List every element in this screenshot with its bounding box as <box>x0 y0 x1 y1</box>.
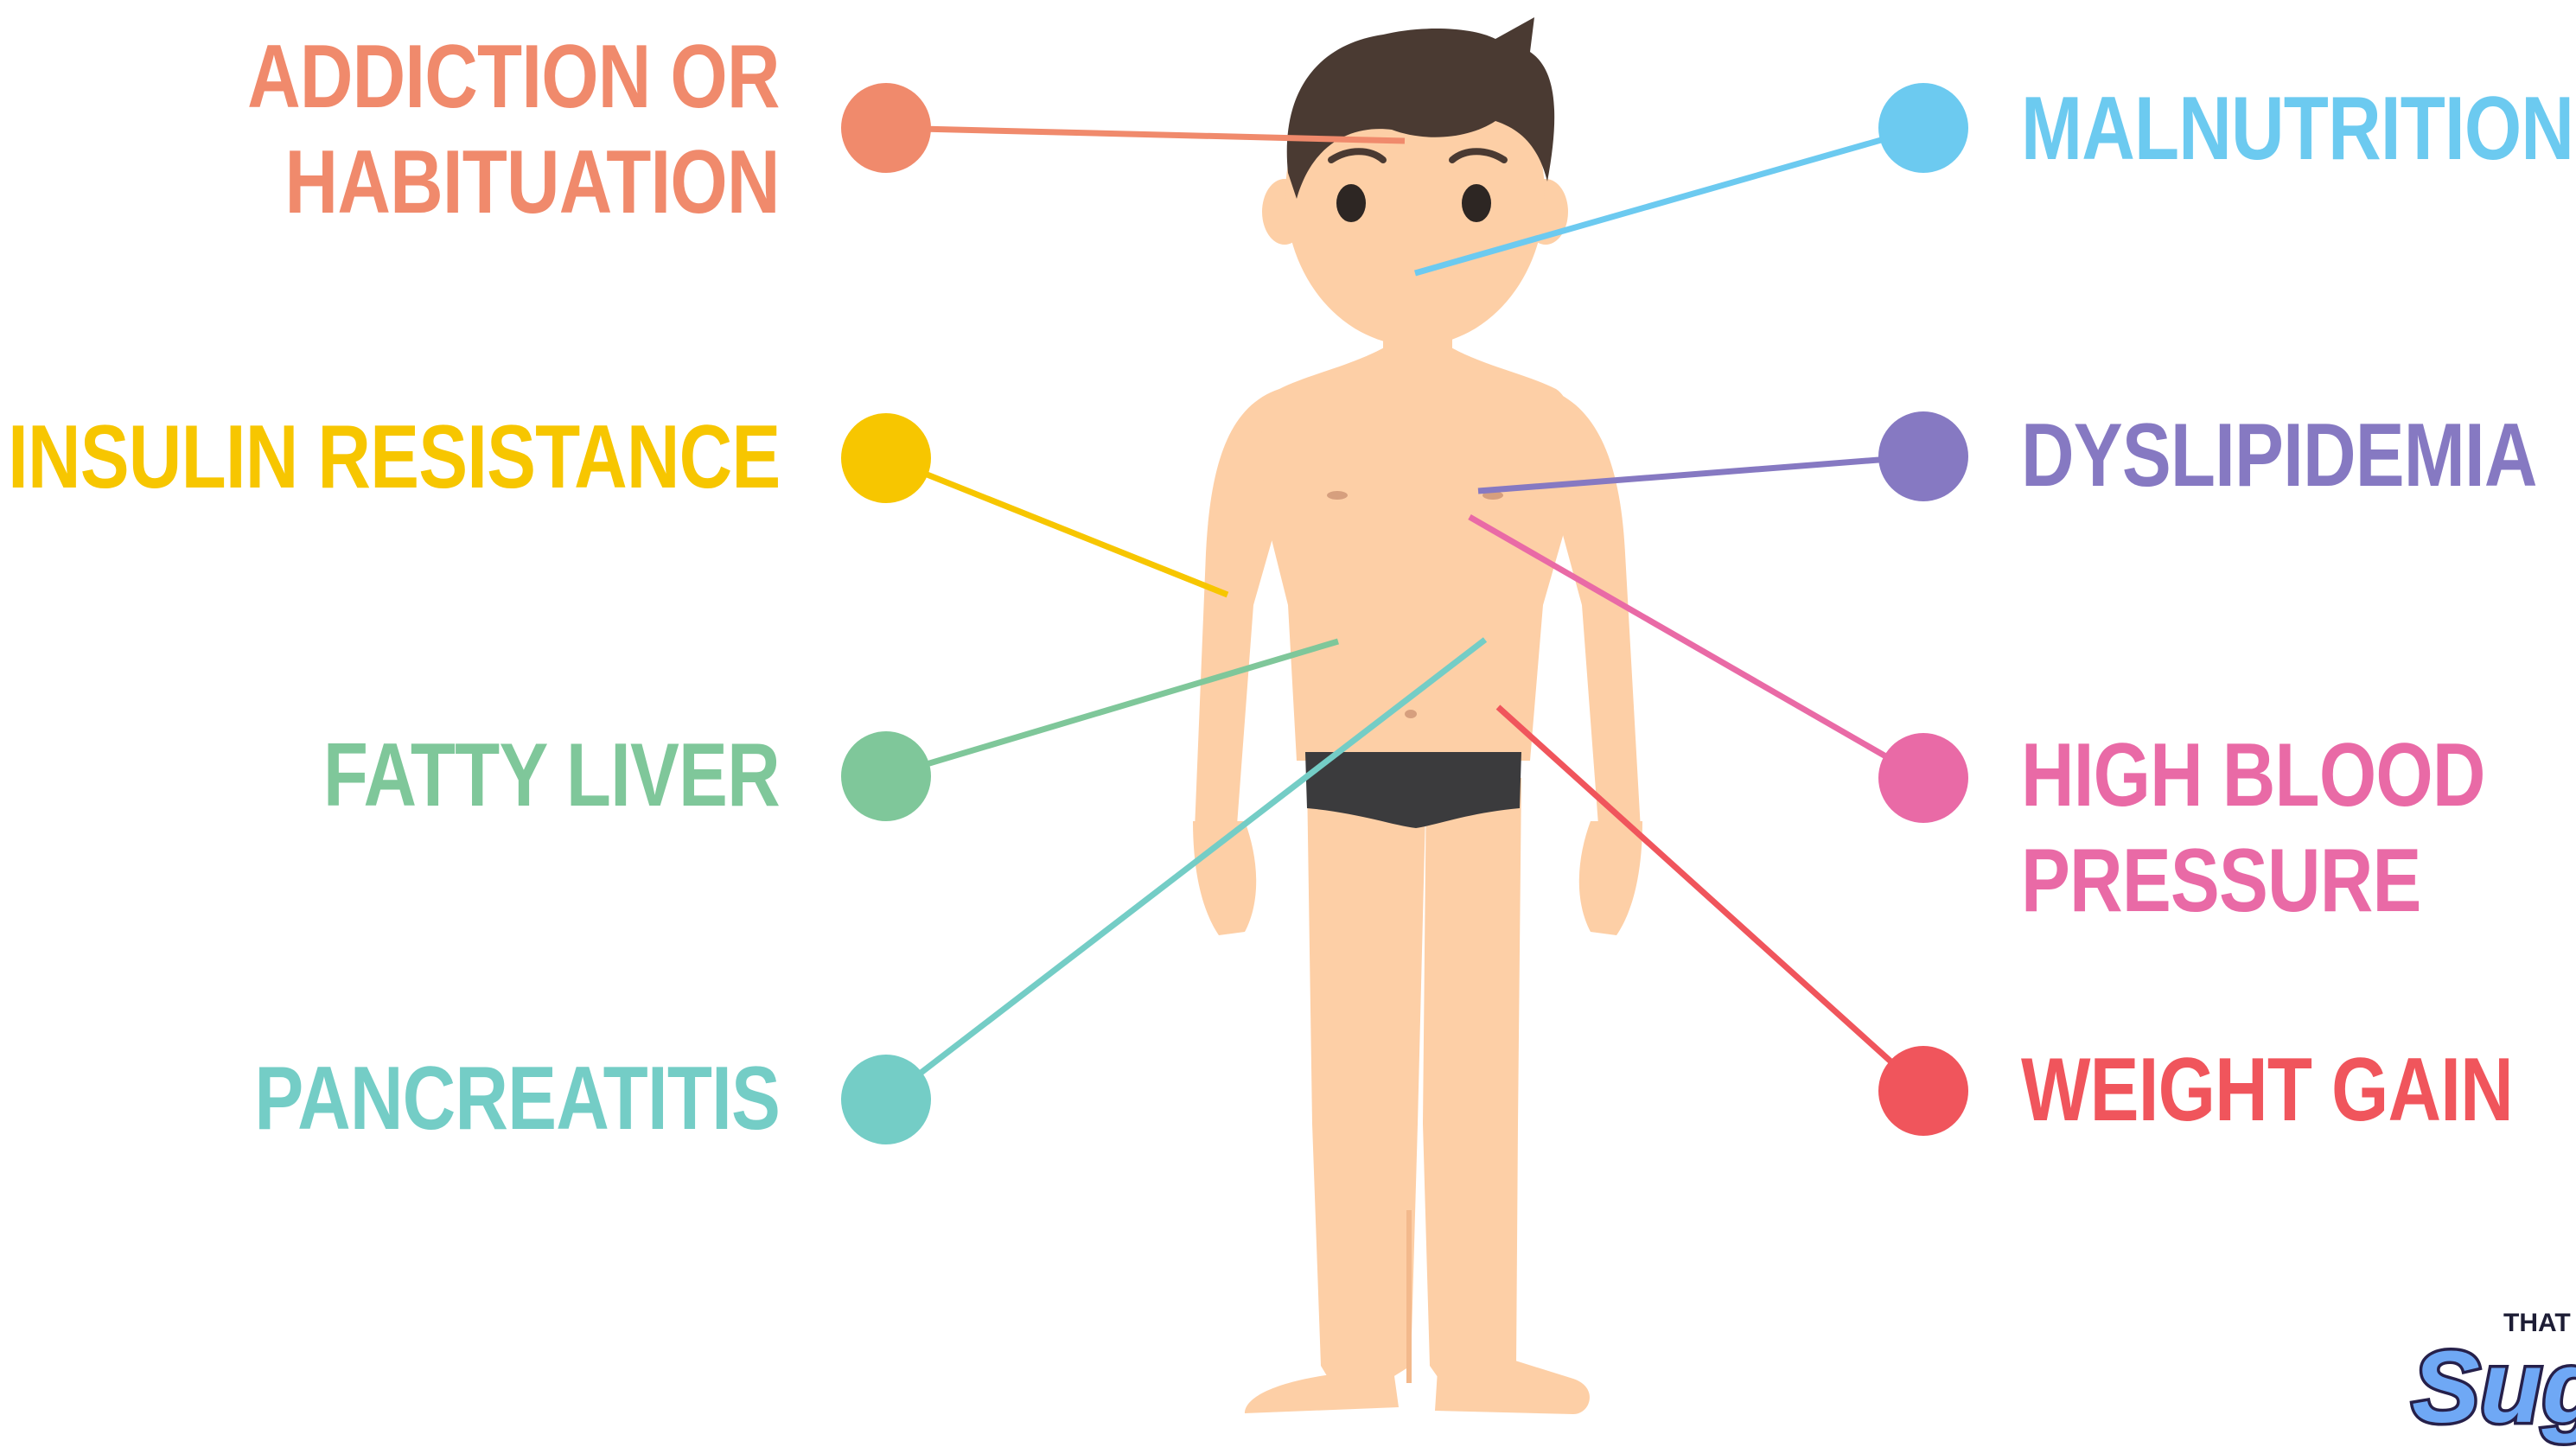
label-weight-gain: WEIGHT GAIN <box>2021 1037 2513 1143</box>
label-dyslipidemia: DYSLIPIDEMIA <box>2021 403 2537 508</box>
right-eye <box>1462 184 1491 222</box>
label-addiction-line2: HABITUATION <box>247 130 780 235</box>
label-addiction-line1: ADDICTION OR <box>247 24 780 130</box>
dot-malnutrition <box>1878 83 1968 173</box>
dot-weight-gain <box>1878 1046 1968 1136</box>
dot-pancreatitis <box>841 1055 931 1144</box>
label-insulin-line1: INSULIN RESISTANCE <box>8 405 780 510</box>
label-addiction: ADDICTION OR HABITUATION <box>247 24 780 235</box>
right-hand <box>1579 821 1642 935</box>
label-pancreatitis: PANCREATITIS <box>254 1046 780 1151</box>
navel <box>1405 710 1417 718</box>
left-nipple <box>1327 491 1348 500</box>
label-high-blood-pressure-line2: PRESSURE <box>2021 828 2485 934</box>
label-weight-gain-line1: WEIGHT GAIN <box>2021 1037 2513 1143</box>
dot-high-blood-pressure <box>1878 733 1968 823</box>
connector-weight-gain <box>1498 707 1923 1091</box>
right-leg <box>1423 778 1521 1383</box>
left-eye <box>1336 184 1366 222</box>
label-high-blood-pressure: HIGH BLOOD PRESSURE <box>2021 723 2485 934</box>
label-insulin-resistance: INSULIN RESISTANCE <box>8 405 780 510</box>
dot-dyslipidemia <box>1878 411 1968 501</box>
label-high-blood-pressure-line1: HIGH BLOOD <box>2021 723 2485 828</box>
label-fatty-liver-line1: FATTY LIVER <box>323 723 780 828</box>
dot-insulin <box>841 413 931 503</box>
logo-main-text: Sug <box>2412 1330 2576 1444</box>
connector-insulin <box>886 458 1227 595</box>
right-foot <box>1435 1357 1590 1414</box>
dot-addiction <box>841 83 931 173</box>
brand-logo: THAT Sug <box>2412 1309 2576 1444</box>
label-fatty-liver: FATTY LIVER <box>323 723 780 828</box>
connector-fatty-liver <box>886 641 1338 776</box>
label-malnutrition-line1: MALNUTRITION <box>2021 76 2573 182</box>
label-pancreatitis-line1: PANCREATITIS <box>254 1046 780 1151</box>
dot-fatty-liver <box>841 731 931 821</box>
label-dyslipidemia-line1: DYSLIPIDEMIA <box>2021 403 2537 508</box>
label-malnutrition: MALNUTRITION <box>2021 76 2573 182</box>
